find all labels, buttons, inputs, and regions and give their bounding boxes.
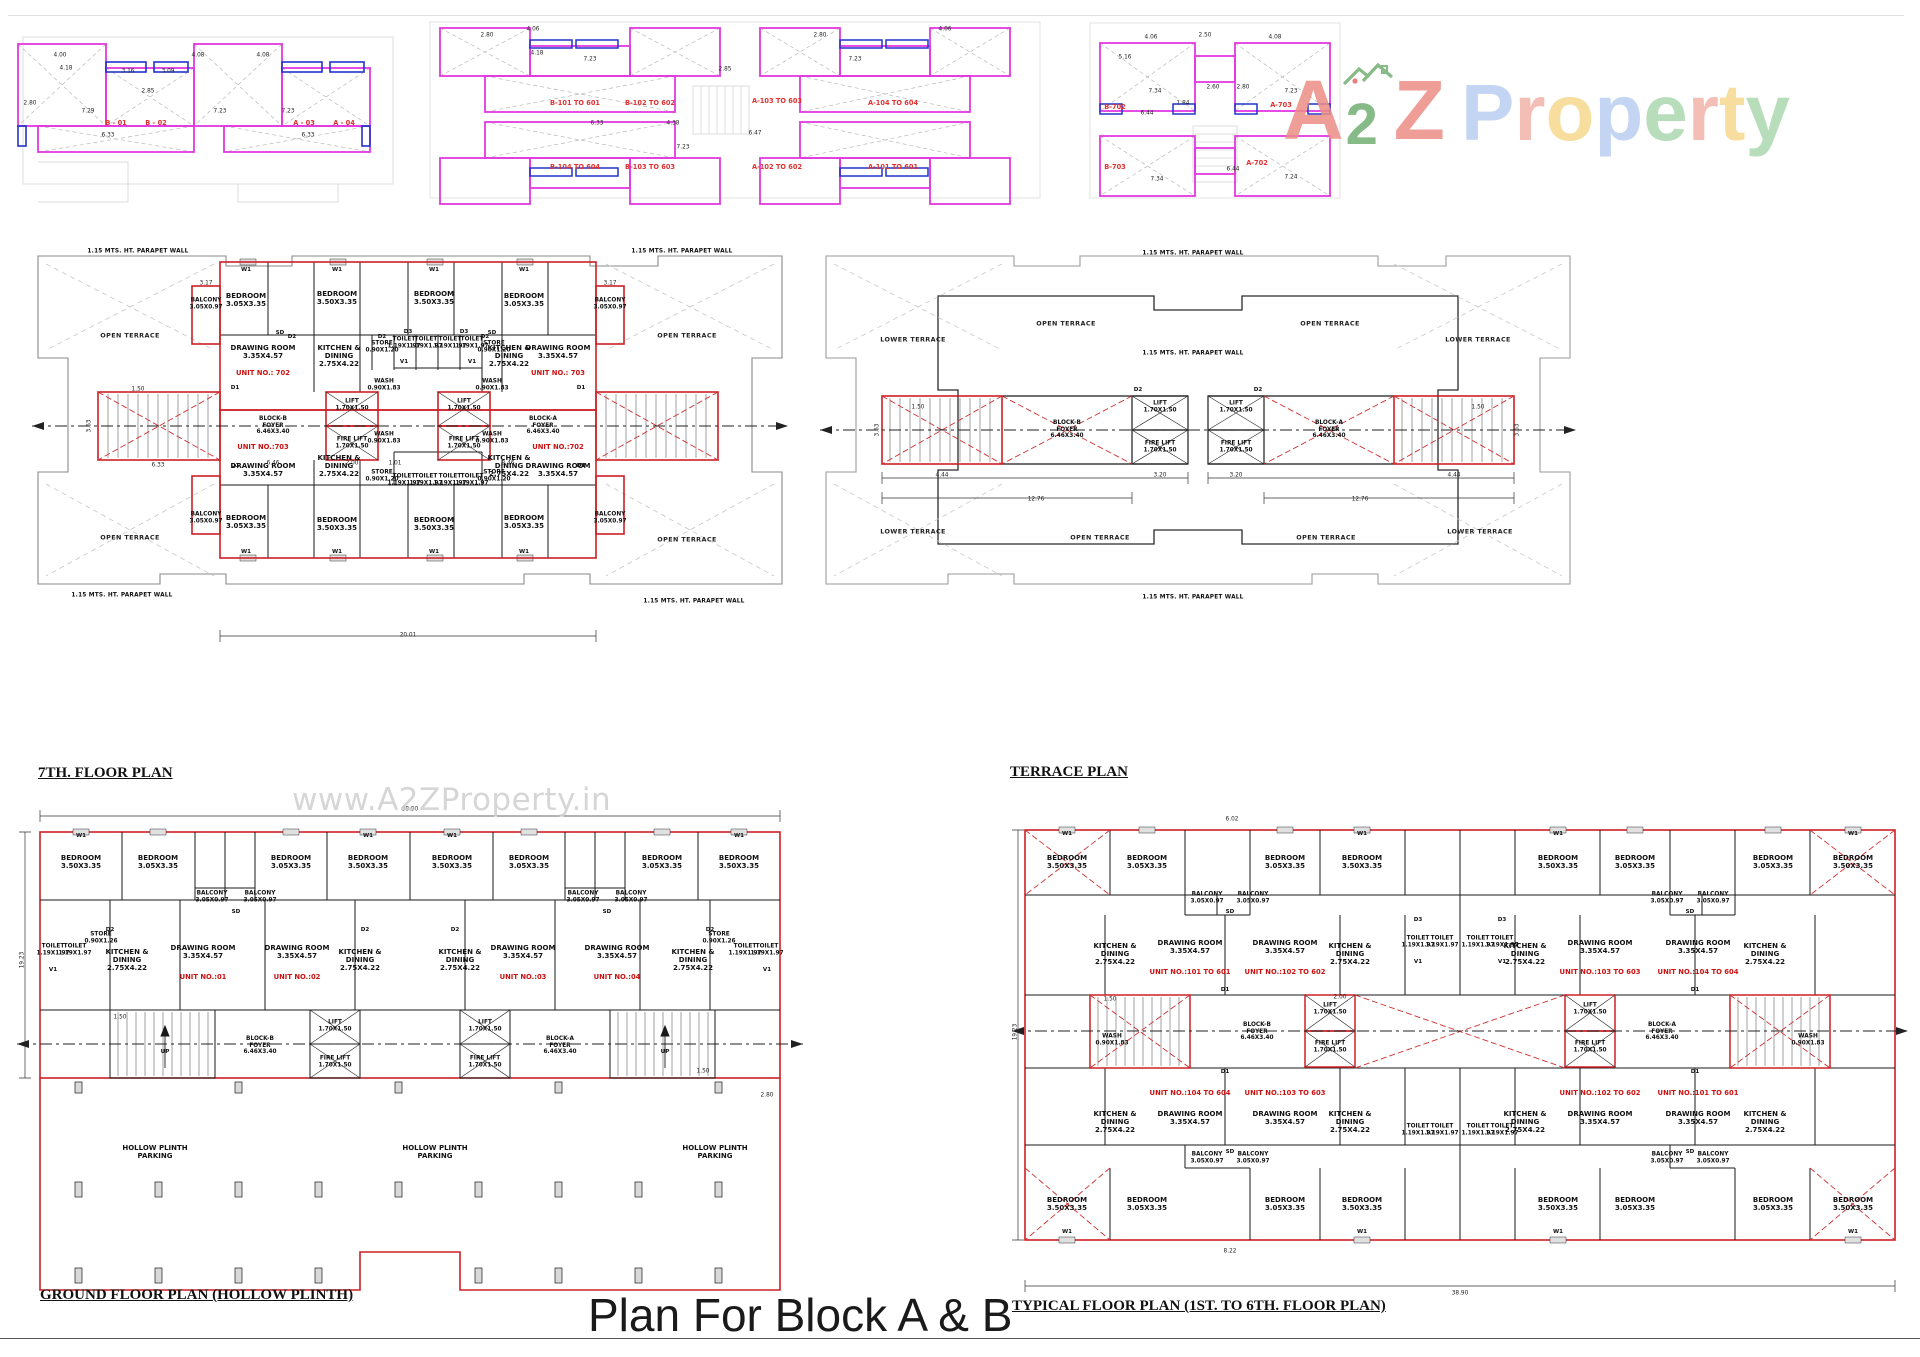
logo-letter-r1: r xyxy=(1514,67,1546,157)
terrace-drawing xyxy=(820,255,1576,585)
typical-floor-drawing xyxy=(1012,826,1908,1292)
sheet-main-title: Plan For Block A & B xyxy=(588,1289,1013,1341)
logo-letter-p1: P xyxy=(1460,67,1515,157)
logo-letter-r2: r xyxy=(1687,67,1719,157)
sheet-bottom-rule xyxy=(0,1338,1920,1339)
logo-letter-z: Z xyxy=(1393,63,1445,158)
watermark-text: www.A2ZProperty.in xyxy=(292,782,612,818)
terrace-plan-title: TERRACE PLAN xyxy=(1010,764,1128,780)
ground-floor-drawing xyxy=(17,810,803,1291)
keyplan-ground-drawing xyxy=(17,36,394,203)
logo-letter-o: o xyxy=(1545,67,1595,157)
seventh-floor-drawing xyxy=(32,255,788,642)
house-icon xyxy=(1342,62,1393,86)
logo-letter-t: t xyxy=(1718,67,1746,157)
logo-letter-a: A xyxy=(1283,63,1344,158)
a2z-property-logo: A 2 Z P r o p e r t y xyxy=(1283,36,1791,158)
logo-letter-e: e xyxy=(1643,67,1688,157)
logo-letter-p2: p xyxy=(1594,67,1644,157)
sheet-top-rule xyxy=(8,15,1904,16)
ground-floor-plan-title: GROUND FLOOR PLAN (HOLLOW PLINTH) xyxy=(40,1287,354,1303)
logo-letter-2-wrap: 2 xyxy=(1342,56,1394,157)
seventh-floor-plan-title: 7TH. FLOOR PLAN xyxy=(38,765,173,781)
typical-floor-plan-title: TYPICAL FLOOR PLAN (1ST. TO 6TH. FLOOR P… xyxy=(1012,1298,1386,1314)
keyplan-seventh-drawing xyxy=(1089,22,1341,199)
keyplan-typical-drawing xyxy=(429,21,1041,205)
logo-letter-2: 2 xyxy=(1345,91,1378,157)
logo-letter-y: y xyxy=(1745,67,1791,157)
